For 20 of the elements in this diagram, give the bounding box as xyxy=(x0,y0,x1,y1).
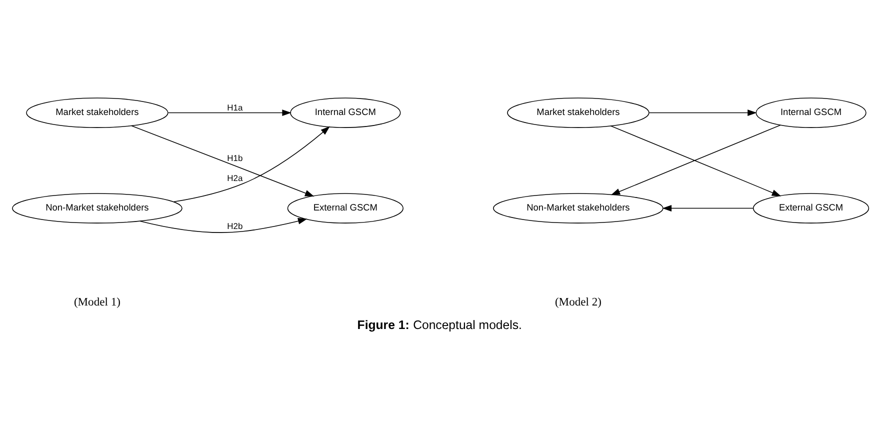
edge-label: H1b xyxy=(227,152,243,163)
arrow xyxy=(140,217,308,232)
arrow xyxy=(174,126,330,202)
node-ellipse: Non-Market stakeholders xyxy=(493,192,664,223)
arrow xyxy=(662,204,754,212)
arrow xyxy=(648,109,757,116)
node-ellipse: Market stakeholders xyxy=(26,97,168,128)
label: (Model 2) xyxy=(554,296,602,308)
node-ellipse: Internal GSCM xyxy=(290,97,401,128)
arrow xyxy=(131,124,314,196)
node-ellipse: Internal GSCM xyxy=(756,97,866,128)
caption: Figure 1: Conceptual models. xyxy=(357,318,522,332)
label: (Model 1) xyxy=(74,296,120,308)
arrow xyxy=(168,109,292,116)
edge-label: H1a xyxy=(227,102,243,112)
edge-label: H2a xyxy=(227,172,243,183)
node-ellipse: External GSCM xyxy=(752,192,870,223)
edge-label: H2b xyxy=(227,220,243,230)
node-ellipse: Non-Market stakeholders xyxy=(12,192,182,223)
node-ellipse: Market stakeholders xyxy=(507,97,650,128)
